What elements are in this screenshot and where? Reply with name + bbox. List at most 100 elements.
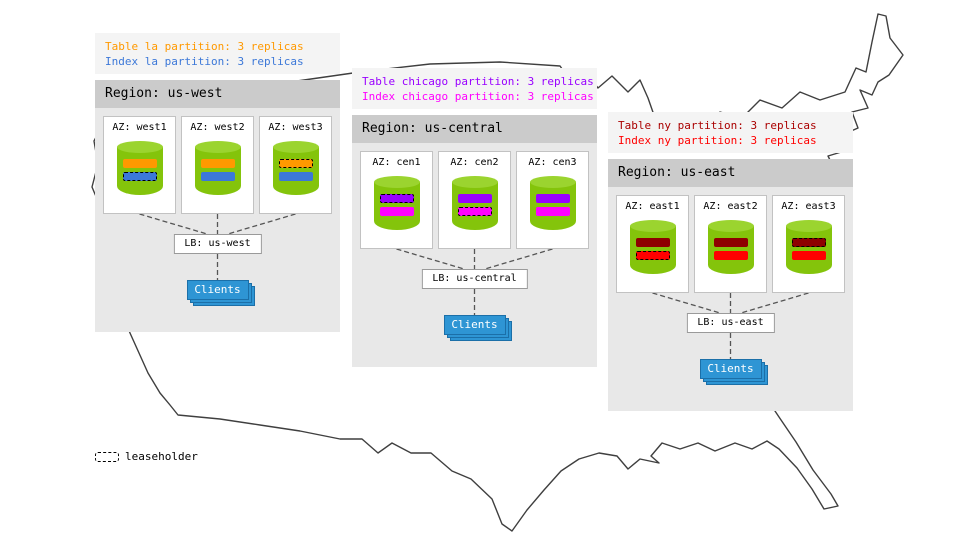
az-label: AZ: west2 — [190, 122, 245, 133]
clients-box: Clients — [443, 315, 506, 335]
replica-bars — [379, 194, 414, 216]
partition-legend-us-east: Table ny partition: 3 replicas Index ny … — [608, 112, 853, 153]
cylinder-body — [272, 147, 319, 195]
clients-stack: Clients — [186, 280, 255, 306]
az-label: AZ: east1 — [625, 201, 680, 212]
index-replica-bar — [457, 207, 492, 216]
region-panel-us-east: Region: us-east AZ: east1 AZ: east2 — [608, 159, 853, 411]
db-node-cylinder — [194, 141, 241, 199]
region-title: Region: us-central — [352, 115, 597, 143]
clients-stack: Clients — [443, 315, 512, 341]
az-box-cen1: AZ: cen1 — [360, 151, 433, 249]
cylinder-body — [629, 226, 676, 274]
table-replica-bar — [457, 194, 492, 203]
index-replica-bar — [379, 207, 414, 216]
region-title: Region: us-east — [608, 159, 853, 187]
az-label: AZ: cen1 — [372, 157, 421, 168]
db-node-cylinder — [451, 176, 498, 234]
clients-stack: Clients — [699, 359, 768, 385]
replica-bars — [713, 238, 748, 260]
az-box-cen2: AZ: cen2 — [438, 151, 511, 249]
leaseholder-label: leaseholder — [125, 450, 198, 463]
table-replica-bar — [713, 238, 748, 247]
az-row: AZ: cen1 AZ: cen2 — [352, 143, 597, 249]
legend-table-line: Table la partition: 3 replicas — [105, 40, 304, 53]
legend-index-line: Index chicago partition: 3 replicas — [362, 90, 594, 103]
table-replica-bar — [278, 159, 313, 168]
replica-bars — [200, 159, 235, 181]
index-replica-bar — [278, 172, 313, 181]
table-replica-bar — [535, 194, 570, 203]
table-replica-bar — [635, 238, 670, 247]
replica-bars — [457, 194, 492, 216]
db-node-cylinder — [707, 220, 754, 278]
cylinder-body — [373, 182, 420, 230]
legend-table-line: Table ny partition: 3 replicas — [618, 119, 817, 132]
cylinder-top — [373, 176, 420, 188]
region-group-us-central: Table chicago partition: 3 replicas Inde… — [352, 68, 597, 367]
cylinder-top — [451, 176, 498, 188]
az-box-west1: AZ: west1 — [103, 116, 176, 214]
legend-table-line: Table chicago partition: 3 replicas — [362, 75, 594, 88]
cylinder-top — [785, 220, 832, 232]
partition-legend-us-central: Table chicago partition: 3 replicas Inde… — [352, 68, 597, 109]
legend-index-line: Index ny partition: 3 replicas — [618, 134, 817, 147]
az-box-east1: AZ: east1 — [616, 195, 689, 293]
az-box-cen3: AZ: cen3 — [516, 151, 589, 249]
az-box-east3: AZ: east3 — [772, 195, 845, 293]
az-label: AZ: east2 — [703, 201, 758, 212]
index-replica-bar — [713, 251, 748, 260]
region-panel-us-central: Region: us-central AZ: cen1 AZ: cen2 — [352, 115, 597, 367]
cylinder-top — [529, 176, 576, 188]
cylinder-body — [451, 182, 498, 230]
table-replica-bar — [791, 238, 826, 247]
replica-bars — [791, 238, 826, 260]
lb-box: LB: us-east — [686, 313, 775, 333]
cylinder-body — [785, 226, 832, 274]
lb-box: LB: us-central — [421, 269, 528, 289]
cylinder-top — [707, 220, 754, 232]
az-label: AZ: west1 — [112, 122, 167, 133]
db-node-cylinder — [529, 176, 576, 234]
region-group-us-west: Table la partition: 3 replicas Index la … — [95, 33, 340, 332]
region-group-us-east: Table ny partition: 3 replicas Index ny … — [608, 112, 853, 411]
lb-box: LB: us-west — [173, 234, 262, 254]
table-replica-bar — [122, 159, 157, 168]
cylinder-top — [194, 141, 241, 153]
az-label: AZ: west3 — [268, 122, 323, 133]
clients-box: Clients — [186, 280, 249, 300]
db-node-cylinder — [785, 220, 832, 278]
table-replica-bar — [200, 159, 235, 168]
replica-bars — [535, 194, 570, 216]
az-row: AZ: east1 AZ: east2 — [608, 187, 853, 293]
db-node-cylinder — [629, 220, 676, 278]
az-box-east2: AZ: east2 — [694, 195, 767, 293]
table-replica-bar — [379, 194, 414, 203]
index-replica-bar — [200, 172, 235, 181]
az-label: AZ: cen2 — [450, 157, 499, 168]
db-node-cylinder — [116, 141, 163, 199]
cylinder-top — [116, 141, 163, 153]
index-replica-bar — [635, 251, 670, 260]
leaseholder-swatch — [95, 452, 119, 462]
db-node-cylinder — [272, 141, 319, 199]
cylinder-body — [116, 147, 163, 195]
cylinder-top — [272, 141, 319, 153]
replica-bars — [635, 238, 670, 260]
cylinder-body — [529, 182, 576, 230]
cylinder-top — [629, 220, 676, 232]
index-replica-bar — [791, 251, 826, 260]
clients-box: Clients — [699, 359, 762, 379]
leaseholder-legend: leaseholder — [95, 450, 198, 463]
db-node-cylinder — [373, 176, 420, 234]
az-row: AZ: west1 AZ: west2 — [95, 108, 340, 214]
cylinder-body — [707, 226, 754, 274]
legend-index-line: Index la partition: 3 replicas — [105, 55, 304, 68]
region-panel-us-west: Region: us-west AZ: west1 AZ: west2 — [95, 80, 340, 332]
az-box-west3: AZ: west3 — [259, 116, 332, 214]
index-replica-bar — [122, 172, 157, 181]
az-label: AZ: east3 — [781, 201, 836, 212]
az-box-west2: AZ: west2 — [181, 116, 254, 214]
replica-bars — [278, 159, 313, 181]
